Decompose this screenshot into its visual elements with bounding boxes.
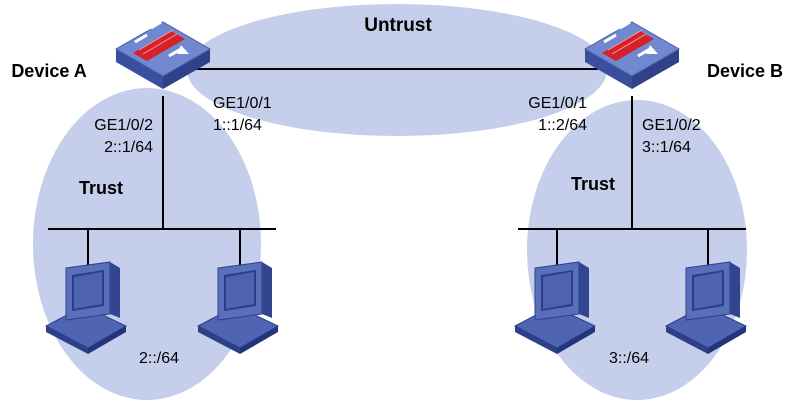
untrust-zone-label: Untrust — [364, 15, 432, 36]
device-a-name: Device A — [11, 61, 86, 81]
device-b-ge2-port: GE1/0/2 — [642, 117, 701, 134]
subnet-left-label: 2::/64 — [139, 350, 179, 367]
device-a-ge1-port: GE1/0/1 — [213, 95, 272, 112]
device-a-ge2-address: 2::1/64 — [104, 139, 153, 156]
device-a-ge2-port: GE1/0/2 — [94, 117, 153, 134]
device-b-ge2-address: 3::1/64 — [642, 139, 691, 156]
subnet-right-label: 3::/64 — [609, 350, 649, 367]
device-b-ge1-port: GE1/0/1 — [528, 95, 587, 112]
device-a-ge1-address: 1::1/64 — [213, 117, 262, 134]
trust-zone-left-label: Trust — [79, 178, 123, 198]
trust-zone-right-label: Trust — [571, 174, 615, 194]
device-b-ge1-address: 1::2/64 — [538, 117, 587, 134]
device-b-name: Device B — [707, 61, 783, 81]
